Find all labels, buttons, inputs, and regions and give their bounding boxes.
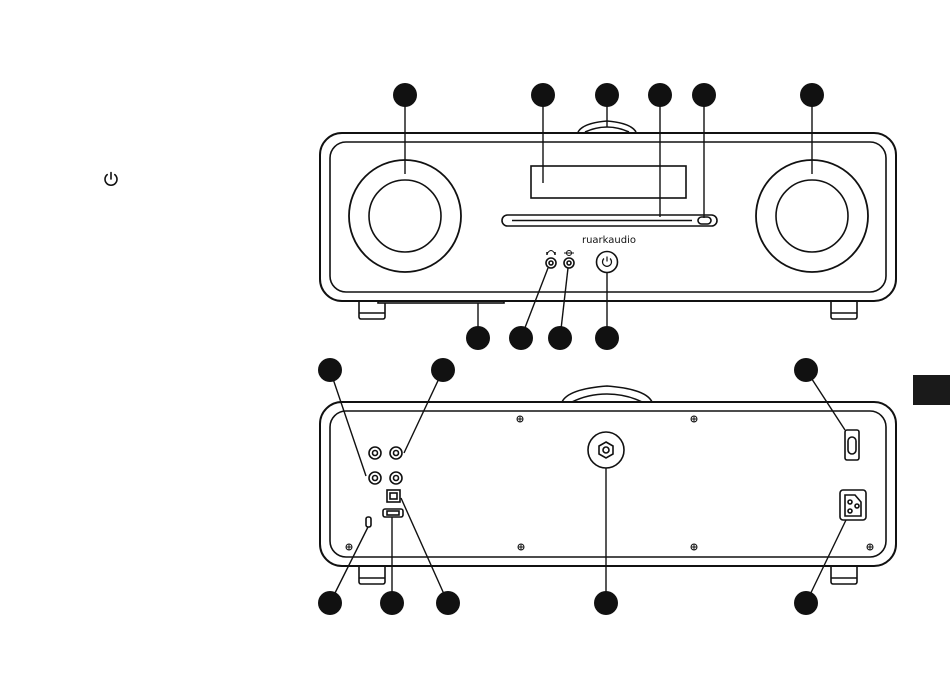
callout-marker	[594, 591, 618, 615]
callout-marker	[692, 83, 716, 107]
front-view	[320, 121, 896, 319]
callout-marker	[318, 591, 342, 615]
callout-marker	[509, 326, 533, 350]
callout-marker	[548, 326, 572, 350]
brand-logo: ruarkaudio	[582, 235, 636, 246]
callout-marker	[436, 591, 460, 615]
callout-marker	[318, 358, 342, 382]
callout-marker	[595, 83, 619, 107]
rear-cabinet	[320, 402, 896, 566]
callout-marker	[393, 83, 417, 107]
callout-marker	[794, 591, 818, 615]
callout-marker	[531, 83, 555, 107]
callout-marker	[595, 326, 619, 350]
callout-marker	[648, 83, 672, 107]
callout-marker	[466, 326, 490, 350]
callout-marker	[794, 358, 818, 382]
rear-view	[320, 386, 896, 584]
callout-marker	[380, 591, 404, 615]
callout-marker	[431, 358, 455, 382]
front-cabinet	[320, 133, 896, 301]
callout-marker	[800, 83, 824, 107]
